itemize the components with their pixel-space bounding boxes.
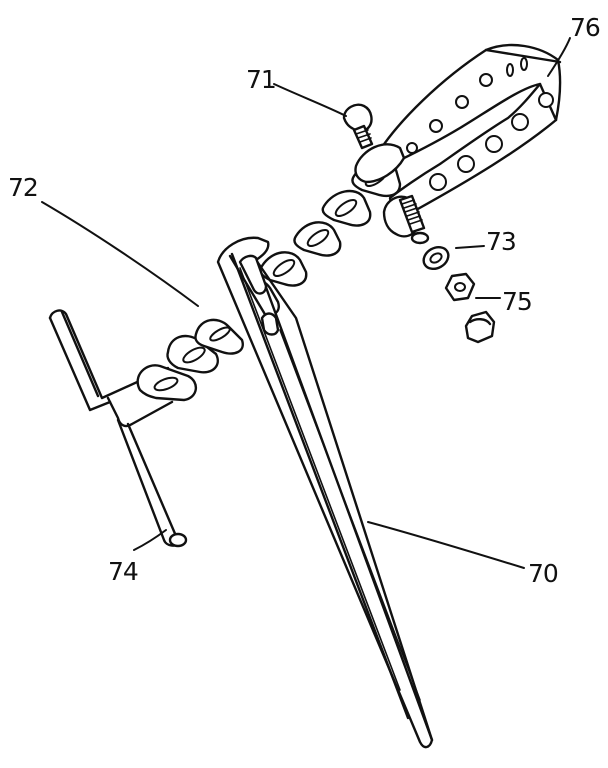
- leader-71: [273, 83, 347, 117]
- cap-nut: [464, 310, 496, 344]
- stake: [216, 236, 434, 749]
- leader-72: [41, 201, 199, 307]
- label-72: 72: [8, 173, 38, 202]
- washer: [422, 245, 450, 271]
- label-74: 74: [108, 557, 138, 586]
- hex-nut: [444, 272, 476, 302]
- label-71: 71: [246, 65, 276, 94]
- bolt: [342, 103, 430, 245]
- perforated-strap: [354, 43, 562, 238]
- leader-73: [455, 245, 485, 249]
- t-handle-rod: [48, 309, 188, 548]
- label-70: 70: [528, 559, 558, 588]
- leader-70: [367, 521, 525, 569]
- label-75: 75: [502, 287, 532, 316]
- leader-74: [133, 529, 167, 551]
- leader-lines: [41, 37, 571, 569]
- label-76: 76: [570, 13, 600, 42]
- leader-76: [547, 37, 571, 77]
- label-73: 73: [486, 227, 516, 256]
